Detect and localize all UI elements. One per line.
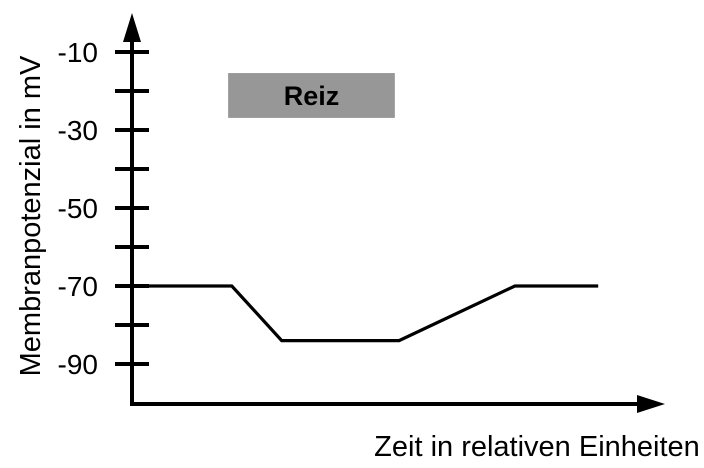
- y-tick-label: -90: [58, 349, 98, 380]
- x-axis-title: Zeit in relativen Einheiten: [374, 431, 700, 463]
- membrane-potential-line: [132, 284, 599, 343]
- y-axis-tick-labels: -10 -30 -50 -70 -90: [58, 37, 98, 380]
- y-tick-label: -50: [58, 193, 98, 224]
- stimulus-annotations: Reiz: [228, 73, 395, 118]
- y-axis-title: Membranpotenzial in mV: [15, 55, 47, 376]
- stimulus-label: Reiz: [284, 81, 340, 111]
- y-axis-arrow-icon: [123, 13, 141, 42]
- x-axis-arrow-icon: [637, 395, 665, 413]
- stimulus-box: [228, 73, 395, 118]
- y-tick-label: -70: [58, 271, 98, 302]
- y-tick-label: -30: [58, 115, 98, 146]
- y-tick-label: -10: [58, 37, 98, 68]
